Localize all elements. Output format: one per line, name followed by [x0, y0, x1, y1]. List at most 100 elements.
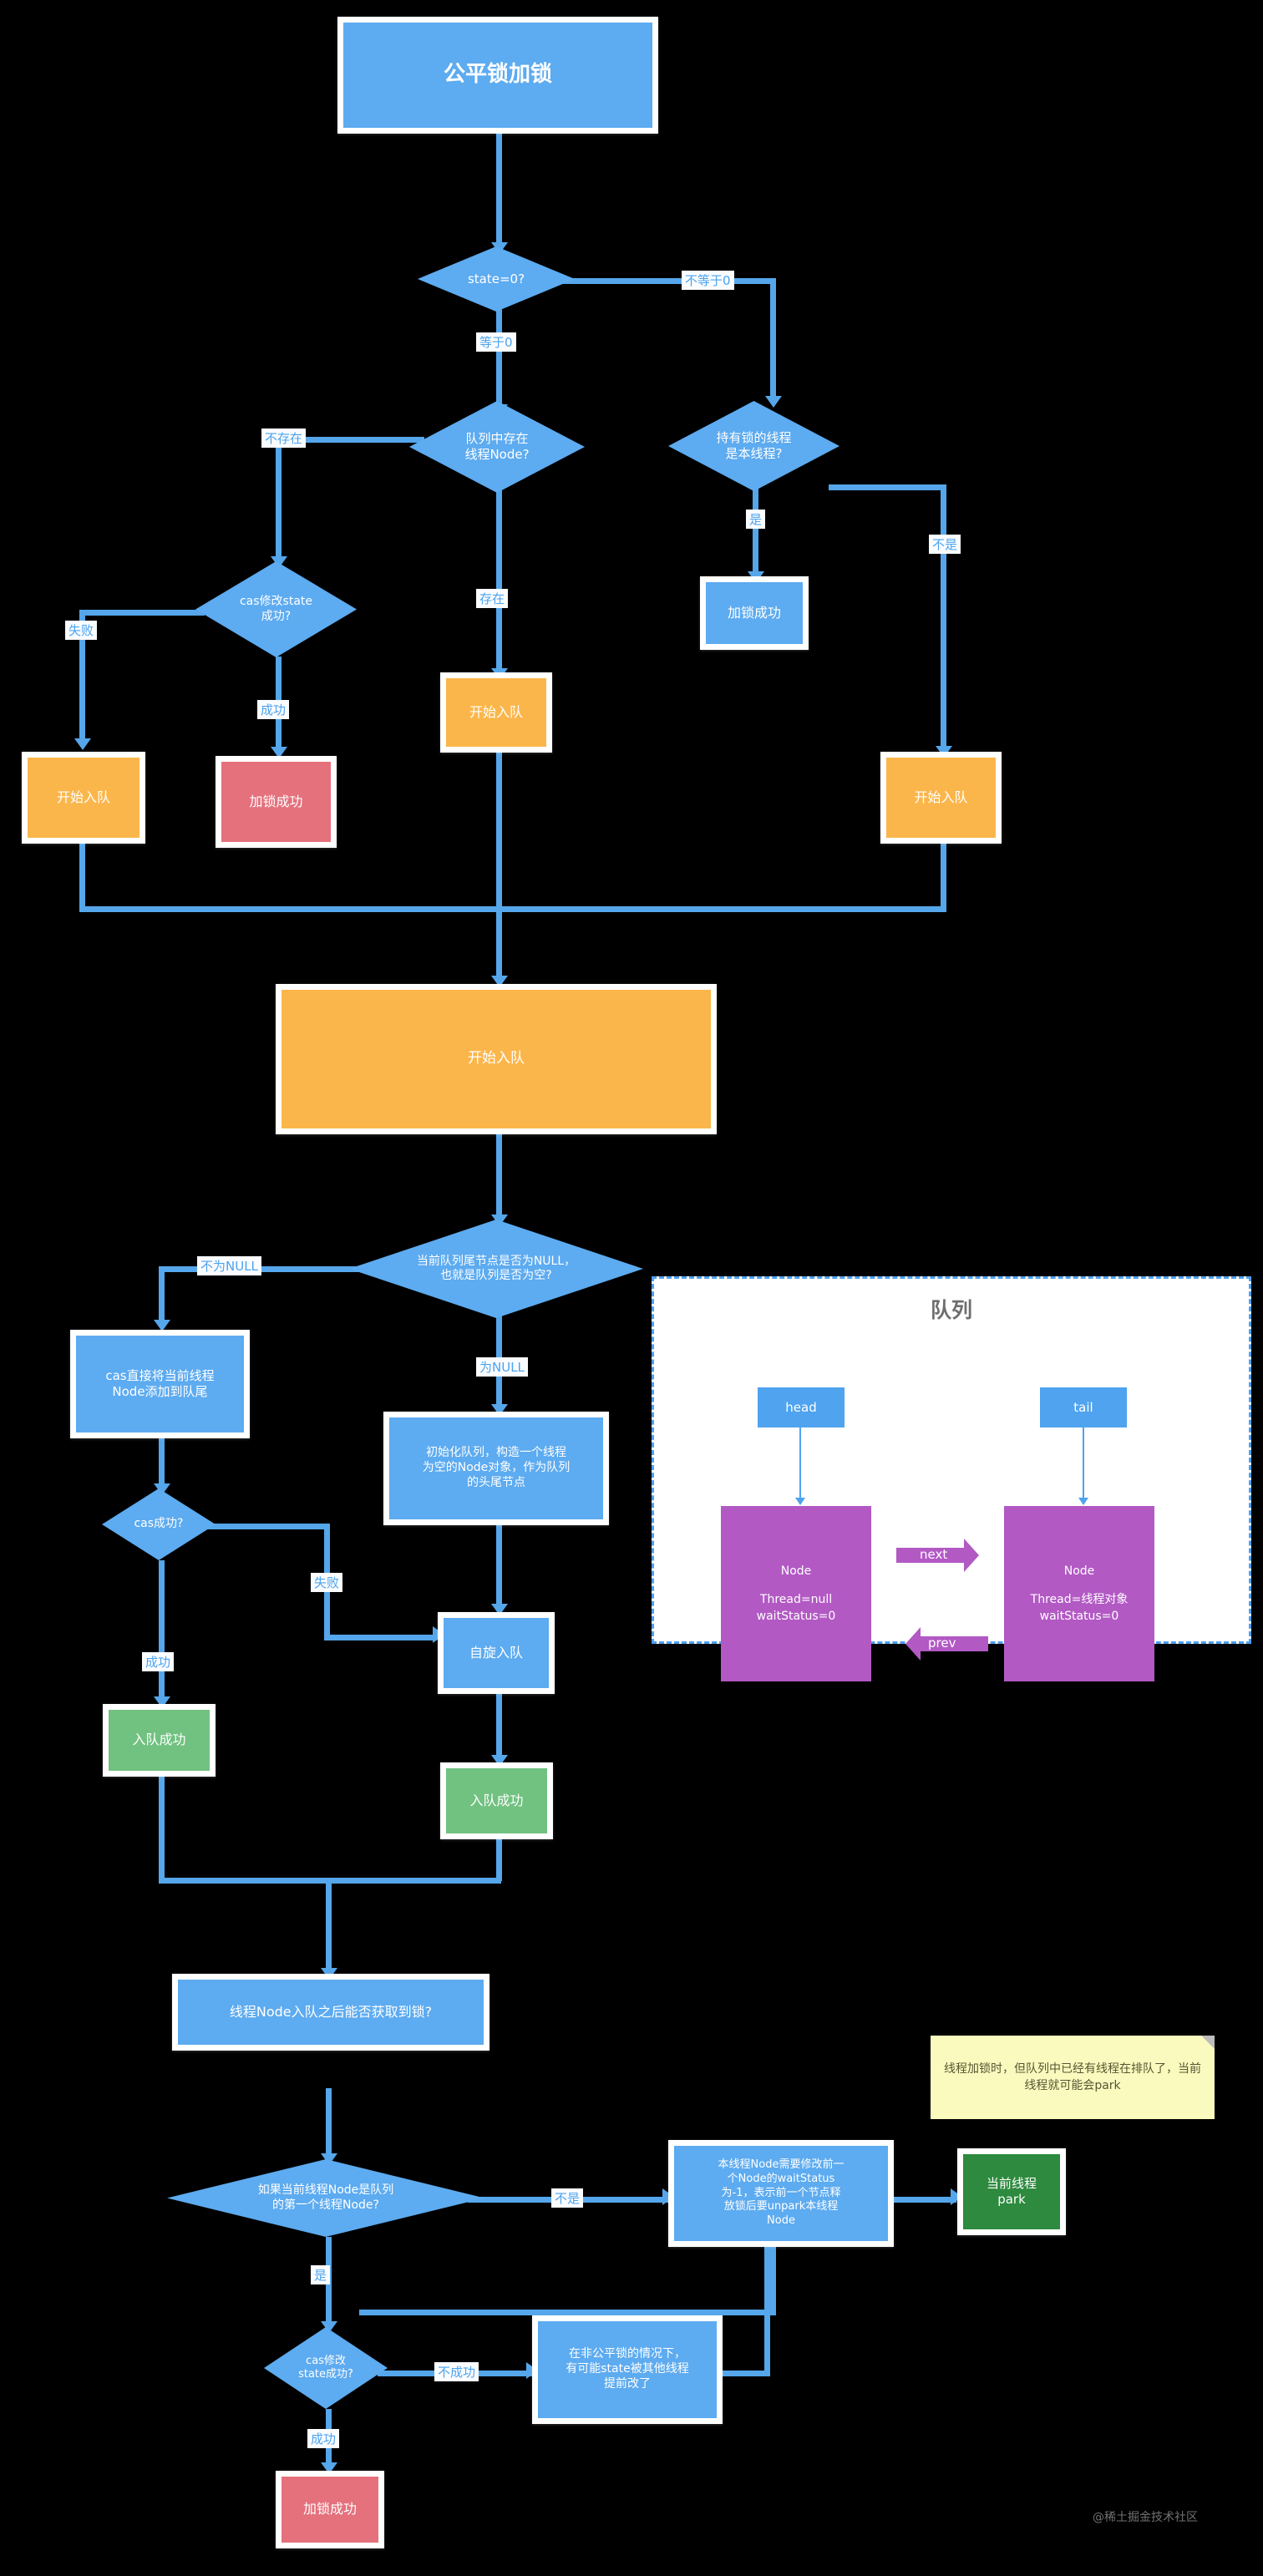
edge-label-equal-zero: 等于0 — [476, 332, 516, 352]
edge-nonfair-up — [764, 2247, 770, 2372]
decision-cas-state-2: cas修改 state成功? — [264, 2327, 388, 2409]
node-title: 公平锁加锁 — [337, 17, 658, 134]
decision-cas-state: cas修改state 成功? — [195, 561, 357, 657]
queue-diagram-panel: 队列 head tail Node Thread=null waitStatus… — [652, 1276, 1251, 1681]
node-enqueue-right-label: 开始入队 — [886, 758, 996, 838]
queue-node-head-waitstatus: waitStatus=0 — [756, 1610, 836, 1624]
edge-bus-to-big — [496, 906, 502, 981]
edge-cas-left — [79, 610, 205, 616]
edge-casok-down — [159, 1560, 165, 1702]
edge-enq-right-down — [941, 844, 946, 910]
arrowhead — [1078, 1498, 1088, 1505]
arrowhead — [74, 738, 91, 750]
edge-holder-right-down — [941, 484, 946, 752]
queue-node-tail: Node Thread=线程对象 waitStatus=0 — [1004, 1506, 1154, 1681]
node-nonfair-note: 在非公平锁的情况下， 有可能state被其他线程 提前改了 — [532, 2315, 723, 2424]
sticky-note-text: 线程加锁时，但队列中已经有线程在排队了，当前线程就可能会park — [944, 2061, 1201, 2092]
decision-queue-has-node-label: 队列中存在 线程Node? — [464, 431, 530, 462]
queue-head-pointer: head — [758, 1387, 845, 1427]
queue-prev-label: prev — [928, 1635, 956, 1651]
edge-init-to-spin — [496, 1525, 502, 1609]
edge-holder-right — [829, 484, 946, 490]
edge-ws-to-park — [894, 2197, 956, 2203]
edge-ws-down — [770, 2247, 776, 2315]
node-enqueue-big: 开始入队 — [276, 984, 717, 1134]
decision-cas-ok-label: cas成功? — [134, 1517, 184, 1531]
node-enqueue-right: 开始入队 — [880, 752, 1002, 844]
edge-casok-right — [207, 1524, 330, 1529]
queue-node-tail-name: Node — [1063, 1564, 1095, 1578]
arrowhead — [154, 1320, 170, 1331]
node-lock-ok-right-label: 加锁成功 — [706, 582, 803, 644]
queue-tail-pointer-label: tail — [1073, 1400, 1093, 1415]
queue-head-pointer-label: head — [785, 1400, 817, 1415]
edge-label-first-yes: 是 — [311, 2265, 331, 2284]
queue-node-tail-thread: Thread=线程对象 — [1030, 1592, 1129, 1606]
edge-label-cas2-fail: 不成功 — [434, 2362, 479, 2381]
edge-cas-left-down — [79, 610, 85, 743]
edge-casok-to-spin — [324, 1635, 437, 1640]
edge-getlock-to-first — [326, 2088, 332, 2159]
decision-cas-ok: cas成功? — [102, 1488, 216, 1560]
edge-queue-left — [276, 437, 424, 443]
edge-enq-left-down — [79, 844, 85, 910]
edge-enq-mid-down — [496, 752, 502, 910]
edge-state-right — [499, 278, 776, 284]
decision-state-zero: state=0? — [418, 246, 575, 312]
edge-label-first-no: 不是 — [551, 2188, 584, 2208]
decision-tail-is-null-label: 当前队列尾节点是否为NULL， 也就是队列是否为空? — [416, 1254, 576, 1283]
queue-head-connector — [799, 1427, 801, 1504]
edge-state-right-down — [770, 278, 776, 402]
decision-cas-state-label: cas修改state 成功? — [239, 595, 313, 623]
decision-tail-is-null: 当前队列尾节点是否为NULL， 也就是队列是否为空? — [349, 1220, 643, 1318]
node-enqueue-mid-label: 开始入队 — [446, 678, 546, 747]
node-enqueue-ok-mid: 入队成功 — [440, 1762, 553, 1839]
edge-label-cas2-success: 成功 — [307, 2429, 340, 2448]
edge-title-to-state — [496, 130, 502, 247]
node-modify-prev-waitstatus: 本线程Node需要修改前一 个Node的waitStatus 为-1，表示前一个… — [668, 2140, 894, 2247]
edge-castail-to-casok — [159, 1438, 165, 1488]
decision-queue-has-node: 队列中存在 线程Node? — [409, 401, 585, 493]
queue-node-head-name: Node — [780, 1564, 812, 1578]
edge-bus-to-getlock — [326, 1878, 332, 1974]
node-spin-enqueue-label: 自旋入队 — [444, 1618, 549, 1688]
node-cas-add-tail: cas直接将当前线程 Node添加到队尾 — [70, 1330, 250, 1438]
edge-queue-down — [496, 464, 502, 673]
node-nonfair-note-label: 在非公平锁的情况下， 有可能state被其他线程 提前改了 — [538, 2321, 717, 2418]
node-enqueue-big-label: 开始入队 — [282, 990, 711, 1128]
decision-is-first-node-label: 如果当前线程Node是队列 的第一个线程Node? — [257, 2183, 394, 2212]
node-thread-park-label: 当前线程 park — [963, 2154, 1060, 2229]
edge-ok-mid-down — [496, 1839, 502, 1881]
queue-tail-pointer: tail — [1040, 1387, 1127, 1427]
watermark: @稀土掘金技术社区 — [1093, 2511, 1198, 2524]
node-thread-park: 当前线程 park — [957, 2148, 1066, 2235]
edge-label-holder-yes: 是 — [746, 510, 766, 529]
node-modify-prev-waitstatus-label: 本线程Node需要修改前一 个Node的waitStatus 为-1，表示前一个… — [674, 2146, 888, 2241]
edge-label-not-equal-zero: 不等于0 — [682, 271, 734, 290]
queue-prev-arrow — [905, 1627, 988, 1661]
edge-merge-bus — [79, 906, 946, 912]
node-lock-ok-bottom-label: 加锁成功 — [282, 2477, 378, 2543]
node-enqueue-mid: 开始入队 — [440, 672, 552, 753]
edge-spin-to-ok — [496, 1694, 502, 1761]
node-init-queue-label: 初始化队列，构造一个线程 为空的Node对象，作为队列 的头尾节点 — [389, 1417, 603, 1519]
decision-holder-is-self-label: 持有锁的线程 是本线程? — [716, 430, 792, 461]
edge-nonfair-right — [718, 2371, 770, 2376]
edge-tailnull-left-down — [159, 1266, 165, 1325]
queue-next-arrow — [896, 1539, 979, 1572]
node-lock-ok-mid: 加锁成功 — [216, 756, 337, 848]
queue-tail-connector — [1083, 1427, 1084, 1504]
edge-big-to-tailnull — [496, 1132, 502, 1220]
node-lock-ok-mid-label: 加锁成功 — [221, 762, 331, 842]
arrowhead — [271, 747, 287, 758]
node-lock-ok-bottom: 加锁成功 — [276, 2471, 384, 2548]
note-fold-corner — [1201, 2036, 1215, 2049]
arrowhead — [765, 396, 782, 408]
node-cas-add-tail-label: cas直接将当前线程 Node添加到队尾 — [76, 1336, 244, 1433]
edge-label-not-exists: 不存在 — [261, 428, 307, 448]
node-enqueue-ok-left-label: 入队成功 — [109, 1710, 210, 1771]
sticky-note-park-explanation: 线程加锁时，但队列中已经有线程在排队了，当前线程就可能会park — [931, 2036, 1215, 2119]
node-enqueue-ok-left: 入队成功 — [103, 1704, 216, 1777]
node-can-get-lock: 线程Node入队之后能否获取到锁? — [172, 1974, 489, 2051]
